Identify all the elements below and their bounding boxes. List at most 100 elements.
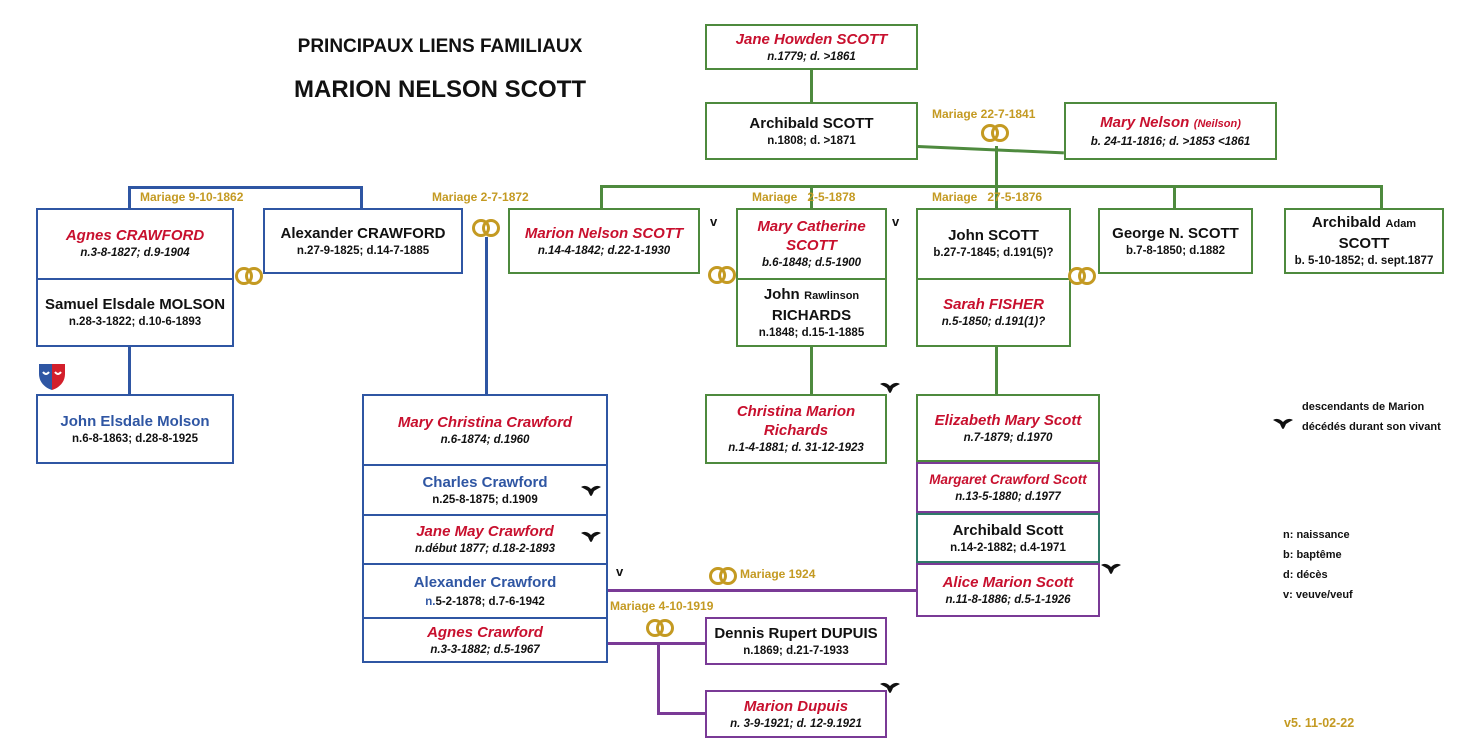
person-name: Jane Howden SCOTT <box>735 30 888 48</box>
person-jane-may-crawford: Jane May Crawford n.début 1877; d.18-2-1… <box>364 514 606 563</box>
person-middle-name: Adam <box>1385 218 1417 230</box>
wedding-rings-icon <box>646 619 674 637</box>
person-name: Mary Christina Crawford <box>397 413 573 431</box>
person-name: John Elsdale Molson <box>60 412 210 430</box>
crawford-children: Mary Christina Crawford n.6-1874; d.1960… <box>362 394 608 663</box>
person-agnes-crawford-jr: Agnes Crawford n.3-3-1882; d.5-1967 <box>364 617 606 661</box>
person-surname: SCOTT <box>1338 235 1390 252</box>
person-marion-dupuis: Marion Dupuis n. 3-9-1921; d. 12-9.1921 <box>705 690 887 738</box>
person-alice-marion-scott: Alice Marion Scott n.11-8-1886; d.5-1-19… <box>916 563 1100 617</box>
person-name: Mary Nelson <box>1100 113 1190 131</box>
black-bird-icon <box>880 682 900 693</box>
person-name: Archibald Scott <box>952 521 1064 539</box>
couple-mary-catherine-john-richards: Mary Catherine SCOTT b.6-1848; d.5-1900 … <box>736 208 887 347</box>
wedding-rings-icon <box>1068 267 1096 285</box>
person-dates: n.11-8-1886; d.5-1-1926 <box>945 593 1071 606</box>
widow-mark: v <box>710 214 718 229</box>
black-bird-icon <box>880 382 900 393</box>
person-alt-name: (Neilson) <box>1193 117 1241 130</box>
person-mary-catherine-scott: Mary Catherine SCOTT b.6-1848; d.5-1900 <box>738 210 885 277</box>
person-mary-christina-crawford: Mary Christina Crawford n.6-1874; d.1960 <box>364 396 606 464</box>
person-name: Dennis Rupert DUPUIS <box>714 624 878 642</box>
person-name: Agnes Crawford <box>427 623 543 641</box>
person-dates: n.1869; d.21-7-1933 <box>743 644 849 657</box>
chart-title: PRINCIPAUX LIENS FAMILIAUX <box>297 36 583 57</box>
version-label: v5. 11-02-22 <box>1284 716 1355 730</box>
person-agnes-crawford-sr: Agnes CRAWFORD n.3-8-1827; d.9-1904 <box>38 210 232 276</box>
person-dates: b. 24-11-1816; d. >1853 <1861 <box>1090 135 1251 148</box>
person-name: Marion Dupuis <box>743 697 849 715</box>
legend-text: descendants de Marion <box>1302 401 1425 413</box>
legend-abbreviations: n: naissance b: baptême d: décès v: veuv… <box>1283 525 1353 605</box>
marriage-label-1841: Mariage 22-7-1841 <box>932 107 1036 121</box>
person-jane-howden-scott: Jane Howden SCOTT n.1779; d. >1861 <box>705 24 918 70</box>
person-name: Alexander CRAWFORD <box>280 224 446 242</box>
person-charles-crawford: Charles Crawford n.25-8-1875; d.1909 <box>364 464 606 514</box>
person-dates: n.25-8-1875; d.1909 <box>432 493 538 506</box>
person-dates: n.6-8-1863; d.28-8-1925 <box>72 432 198 445</box>
person-john-richards: John Rawlinson RICHARDS n.1848; d.15-1-1… <box>738 278 885 345</box>
person-dates: b.27-7-1845; d.191(5)? <box>933 246 1054 259</box>
person-dates-prefix: n. <box>425 595 436 608</box>
person-dates: n. 3-9-1921; d. 12-9.1921 <box>730 717 862 730</box>
person-name: Agnes CRAWFORD <box>65 226 205 244</box>
person-name: Archibald SCOTT <box>749 114 874 132</box>
person-dates: n.1808; d. >1871 <box>767 134 856 147</box>
person-dates: n.13-5-1880; d.1977 <box>955 491 1061 503</box>
person-dates: n.28-3-1822; d.10-6-1893 <box>68 316 202 328</box>
person-archibald-adam-scott: Archibald Adam SCOTT b. 5-10-1852; d. se… <box>1284 208 1444 274</box>
marriage-label-1862: Mariage 9-10-1862 <box>140 190 244 204</box>
person-dates: b. 5-10-1852; d. sept.1877 <box>1294 255 1434 267</box>
person-surname: RICHARDS <box>771 306 852 324</box>
person-dates: n.3-3-1882; d.5-1967 <box>430 643 540 656</box>
person-dennis-rupert-dupuis: Dennis Rupert DUPUIS n.1869; d.21-7-1933 <box>705 617 887 665</box>
person-name: Archibald <box>1311 214 1382 231</box>
black-bird-icon <box>1273 418 1293 429</box>
legend-text: décédés durant son vivant <box>1302 421 1441 433</box>
person-dates: n.14-4-1842; d.22-1-1930 <box>537 244 671 257</box>
person-name: John <box>763 285 800 303</box>
widow-mark: v <box>892 214 900 229</box>
person-name: John SCOTT <box>948 226 1039 244</box>
person-name: Mary Catherine <box>757 217 866 235</box>
person-name: Alice Marion Scott <box>942 573 1074 591</box>
couple-john-scott-sarah-fisher: John SCOTT b.27-7-1845; d.191(5)? Sarah … <box>916 208 1071 347</box>
person-dates: n.27-9-1825; d.14-7-1885 <box>296 244 430 257</box>
person-name: Jane May Crawford <box>416 523 554 540</box>
person-john-scott: John SCOTT b.27-7-1845; d.191(5)? <box>918 210 1069 276</box>
person-name: Marion Nelson SCOTT <box>524 224 684 242</box>
person-mary-nelson: Mary Nelson (Neilson) b. 24-11-1816; d. … <box>1064 102 1277 160</box>
person-archibald-scott: Archibald SCOTT n.1808; d. >1871 <box>705 102 918 160</box>
person-dates: n.3-8-1827; d.9-1904 <box>80 246 190 259</box>
person-archibald-scott-jr: Archibald Scott n.14-2-1882; d.4-1971 <box>916 513 1100 563</box>
legend-descendants: descendants de Marion décédés durant son… <box>1302 397 1441 437</box>
widow-mark: v <box>616 564 624 579</box>
legend-item: v: veuve/veuf <box>1283 589 1353 601</box>
person-john-elsdale-molson: John Elsdale Molson n.6-8-1863; d.28-8-1… <box>36 394 234 464</box>
person-samuel-molson: Samuel Elsdale MOLSON n.28-3-1822; d.10-… <box>38 278 232 345</box>
person-name: Charles Crawford <box>422 473 548 491</box>
person-dates: 5-2-1878; d.7-6-1942 <box>435 595 545 608</box>
person-name: Sarah FISHER <box>943 296 1044 313</box>
person-surname: SCOTT <box>786 236 837 254</box>
person-dates: n.début 1877; d.18-2-1893 <box>415 543 555 555</box>
person-name: Elizabeth Mary Scott <box>934 411 1082 429</box>
couple-agnes-samuel: Agnes CRAWFORD n.3-8-1827; d.9-1904 Samu… <box>36 208 234 347</box>
black-bird-icon <box>581 485 601 496</box>
person-dates: n.1848; d.15-1-1885 <box>758 326 865 339</box>
person-dates: n.1-4-1881; d. 31-12-1923 <box>728 442 864 454</box>
person-middle-name: Rawlinson <box>804 289 860 302</box>
coat-of-arms-icon <box>39 364 65 390</box>
person-dates: b.6-1848; d.5-1900 <box>761 256 862 269</box>
wedding-rings-icon <box>235 267 263 285</box>
legend-item: b: baptême <box>1283 549 1342 561</box>
person-name: Christina Marion <box>736 403 856 420</box>
person-alexander-crawford-sr: Alexander CRAWFORD n.27-9-1825; d.14-7-1… <box>263 208 463 274</box>
marriage-label-1878: Mariage 2-5-1878 <box>752 190 856 204</box>
chart-subtitle: MARION NELSON SCOTT <box>294 76 586 103</box>
person-dates: n.5-1850; d.191(1)? <box>941 316 1046 328</box>
person-dates: n.7-1879; d.1970 <box>963 431 1053 444</box>
person-george-scott: George N. SCOTT b.7-8-1850; d.1882 <box>1098 208 1253 274</box>
person-surname: Richards <box>763 422 829 439</box>
marriage-label-1919: Mariage 4-10-1919 <box>610 599 714 613</box>
